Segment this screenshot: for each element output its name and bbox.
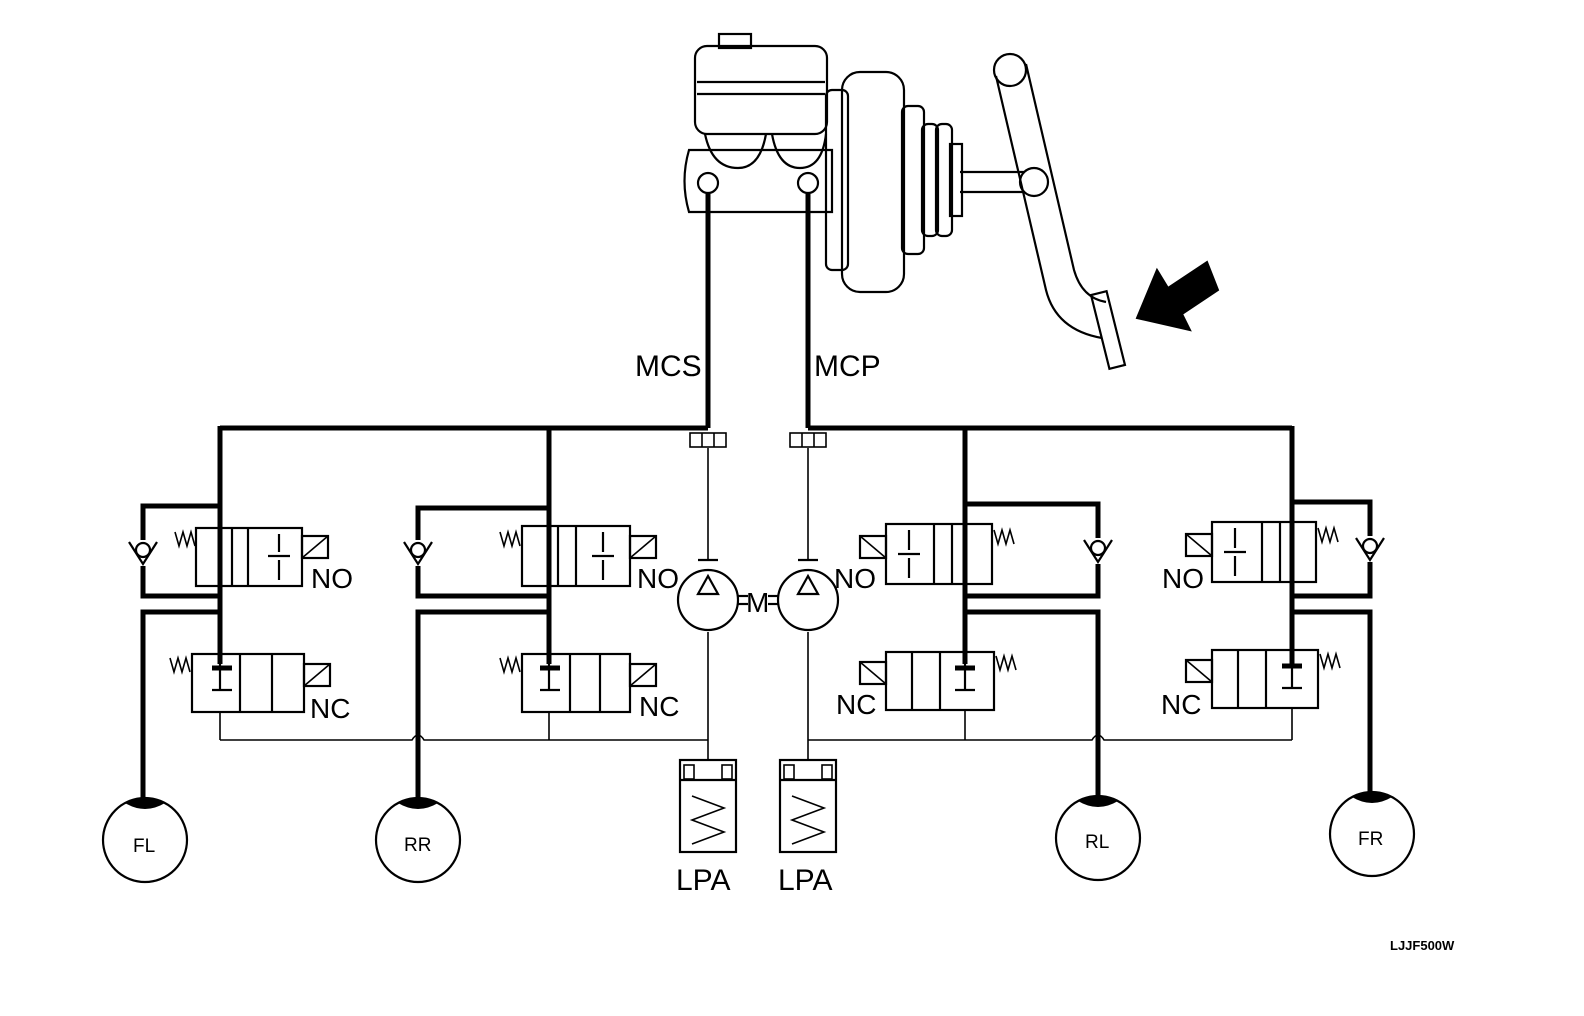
brake-lines: [140, 193, 1373, 800]
label-nc-valve: NC: [310, 693, 350, 724]
nc-valve-rl: [858, 650, 1017, 712]
nc-valve-rr: [499, 652, 658, 714]
wheel-fr: [1328, 790, 1416, 878]
return-lines: [219, 448, 1293, 760]
label-lpa: LPA: [676, 864, 730, 897]
label-mcp: MCP: [814, 350, 881, 383]
orifice-icon: [689, 432, 727, 448]
label-no-valve: NO: [834, 563, 876, 594]
label-motor: M: [746, 587, 769, 618]
accumulator-left: [678, 758, 738, 854]
label-wheel-rr: RR: [404, 835, 431, 856]
label-nc-valve: NC: [836, 689, 876, 720]
label-nc-valve: NC: [639, 691, 679, 722]
label-mcs: MCS: [635, 350, 702, 383]
pump-motor: [676, 558, 840, 632]
nc-valve-fl: [169, 652, 332, 714]
orifice-icon: [789, 432, 827, 448]
no-valve-fr: [1184, 520, 1339, 584]
brake-pedal: [992, 52, 1127, 371]
master-cylinder-assembly: [683, 32, 834, 214]
check-valve-icon: [128, 541, 158, 567]
figure-code: LJJF500W: [1390, 938, 1455, 953]
nc-valve-fr: [1184, 648, 1341, 710]
no-valve-rl: [858, 522, 1015, 586]
no-valve-fl: [174, 526, 330, 588]
label-lpa: LPA: [778, 864, 832, 897]
label-no-valve: NO: [1162, 563, 1204, 594]
check-valve-icon: [1355, 537, 1385, 563]
label-no-valve: NO: [637, 563, 679, 594]
check-valve-icon: [403, 541, 433, 567]
wheel-fl: [101, 796, 189, 884]
pedal-force-arrow-icon: [1135, 260, 1220, 332]
accumulator-right: [778, 758, 838, 854]
wheel-rr: [374, 796, 462, 884]
label-no-valve: NO: [311, 563, 353, 594]
label-wheel-fl: FL: [133, 836, 155, 857]
label-wheel-fr: FR: [1358, 829, 1383, 850]
check-valves: [128, 537, 1385, 567]
label-wheel-rl: RL: [1085, 832, 1109, 853]
wheel-rl: [1054, 794, 1142, 882]
brake-booster: [824, 70, 1025, 294]
no-valve-rr: [499, 524, 658, 588]
label-nc-valve: NC: [1161, 689, 1201, 720]
check-valve-icon: [1083, 539, 1113, 565]
